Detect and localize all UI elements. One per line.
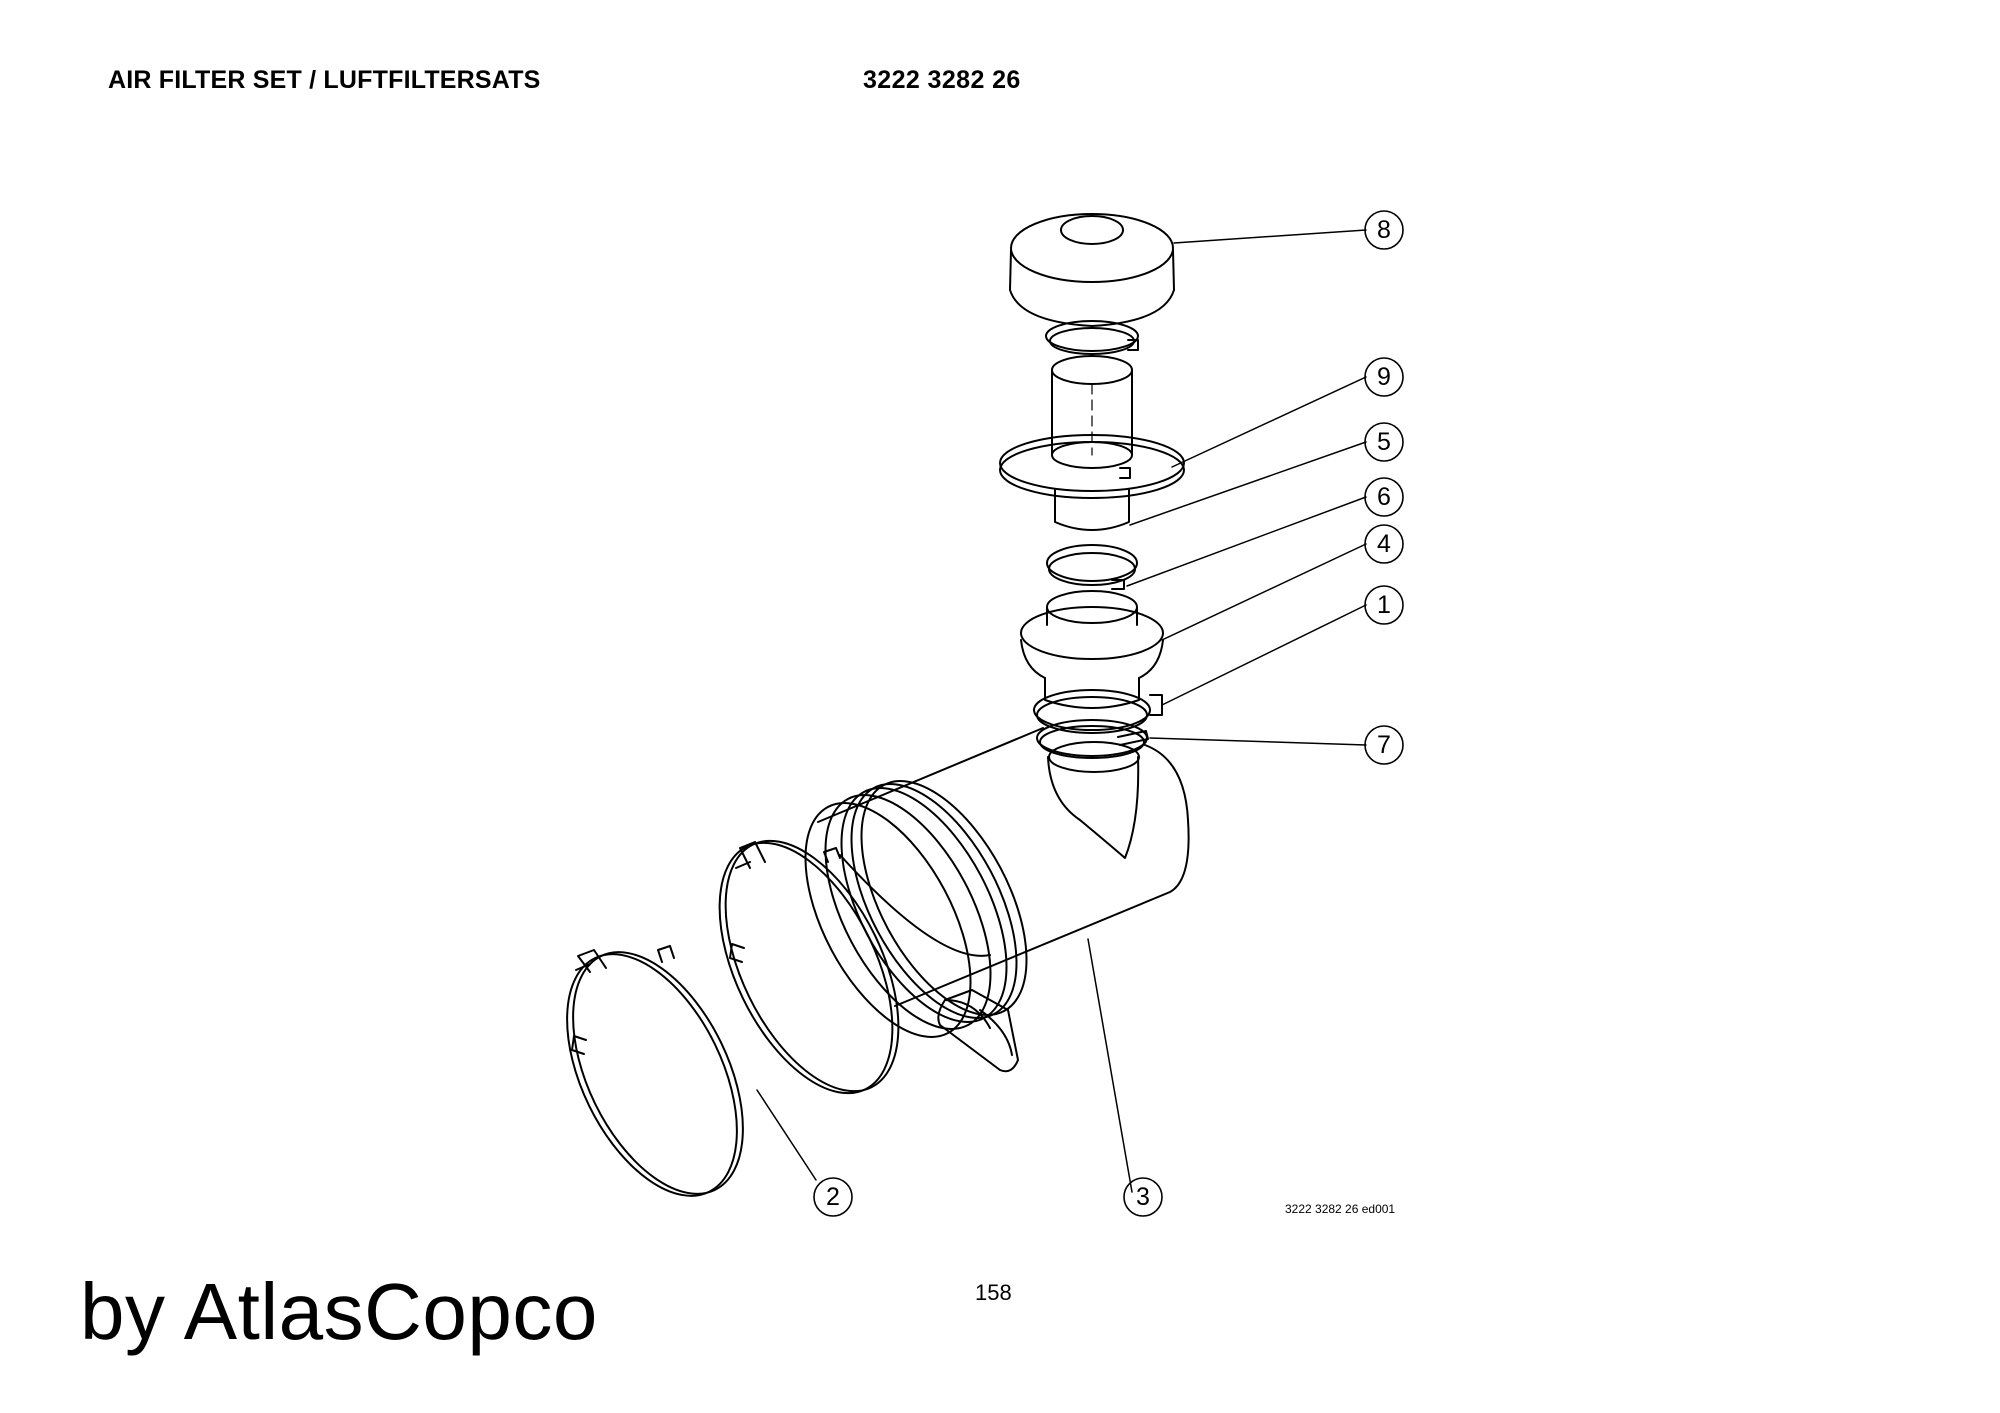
svg-text:7: 7 xyxy=(1377,731,1391,759)
callout-8: 8 xyxy=(1364,210,1404,250)
page-title: AIR FILTER SET / LUFTFILTERSATS xyxy=(108,66,541,94)
callout-1: 1 xyxy=(1364,585,1404,625)
svg-text:6: 6 xyxy=(1377,483,1391,511)
callout-4: 4 xyxy=(1364,524,1404,564)
leader-lines xyxy=(756,229,1367,1193)
clamp-ring-part xyxy=(1046,544,1138,590)
rubber-adapter-part xyxy=(1020,590,1164,709)
callout-2: 2 xyxy=(813,1177,853,1217)
filter-housing-part xyxy=(804,727,1190,1073)
band-clamp-rear-part xyxy=(566,945,744,1197)
callout-5: 5 xyxy=(1364,422,1404,462)
svg-text:8: 8 xyxy=(1377,216,1391,244)
svg-text:4: 4 xyxy=(1377,530,1391,558)
svg-text:9: 9 xyxy=(1377,363,1391,391)
drawing-id: 3222 3282 26 ed001 xyxy=(1285,1202,1396,1216)
callout-9: 9 xyxy=(1364,357,1404,397)
inlet-tube-part xyxy=(999,355,1185,531)
svg-text:1: 1 xyxy=(1377,591,1391,619)
part-number: 3222 3282 26 xyxy=(863,66,1021,94)
svg-text:2: 2 xyxy=(826,1183,840,1211)
callout-3: 3 xyxy=(1123,1177,1163,1217)
callout-7: 7 xyxy=(1364,725,1404,765)
outlet-clamps-part xyxy=(1033,689,1163,759)
svg-text:3: 3 xyxy=(1136,1183,1150,1211)
callout-6: 6 xyxy=(1364,477,1404,517)
svg-text:5: 5 xyxy=(1377,428,1391,456)
band-clamp-front-part xyxy=(718,839,900,1095)
page-number: 158 xyxy=(975,1280,1012,1305)
rain-cap-part xyxy=(1009,213,1175,355)
watermark-text: by AtlasCopco xyxy=(80,1267,598,1356)
